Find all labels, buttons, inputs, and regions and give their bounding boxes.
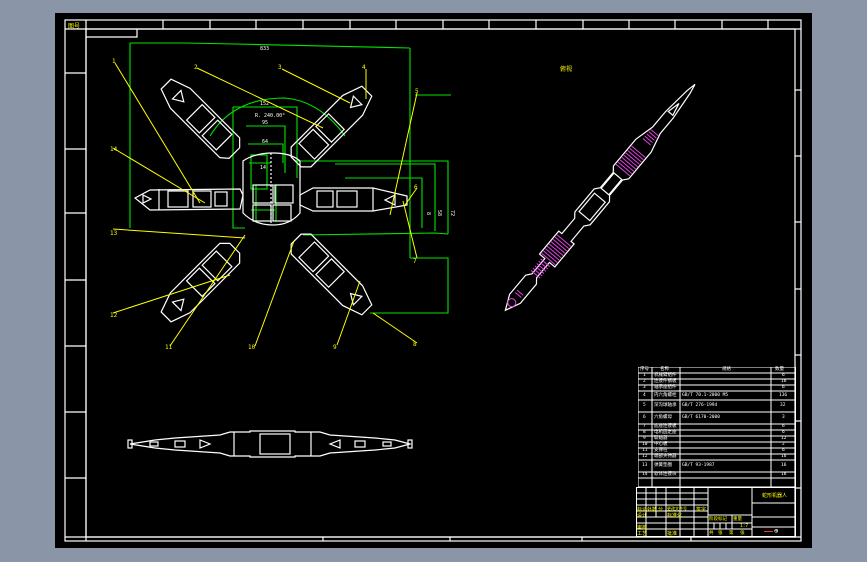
label-check: 审核 — [637, 525, 648, 531]
label-zone: 分 — [658, 507, 664, 513]
label-scale: 1:7 — [740, 524, 749, 529]
dim-small-a: 14 — [260, 165, 266, 171]
snake-side-view[interactable] — [127, 430, 413, 458]
bottom-zone-ruler — [65, 536, 801, 541]
dim-overall-width: 833 — [260, 46, 269, 52]
snake-diagonal-view[interactable] — [498, 78, 703, 317]
cad-drawing-canvas: 图号 833 152 R. 240.00° 95 — [64, 19, 802, 542]
sheet-index: 第 — [729, 531, 734, 536]
dim-hub-width: 152 — [260, 101, 269, 107]
label-process: 工艺 — [637, 531, 648, 537]
parts-header-qty: 数量 — [775, 367, 784, 372]
label-design: 设计 — [637, 513, 648, 519]
balloon-13[interactable]: 13 — [110, 230, 118, 237]
dimension-lines — [129, 42, 451, 314]
balloon-10[interactable]: 10 — [248, 344, 256, 351]
arm-left — [133, 188, 244, 211]
label-stage: 阶段标记 — [709, 517, 727, 522]
parts-header-spec: 规格 — [722, 367, 731, 372]
arm-lower-left — [160, 242, 241, 323]
dim-inner-width: 95 — [262, 120, 268, 126]
balloon-14[interactable]: 14 — [110, 146, 118, 153]
label-weight: 重量 — [733, 517, 742, 522]
projection-symbol-icon: ⊕ — [774, 527, 779, 535]
sheet-unit-a: 张 — [718, 531, 723, 536]
balloon-1[interactable]: 1 — [112, 58, 116, 65]
view-label: 俯视 — [560, 65, 572, 73]
arm-upper-left — [160, 78, 241, 159]
balloon-2[interactable]: 2 — [194, 64, 198, 71]
label-change-doc: 更改文件号 — [667, 506, 687, 511]
label-count: 处数 — [647, 507, 658, 513]
sheet-unit-b: 张 — [740, 531, 745, 536]
parts-header-name: 名称 — [660, 367, 669, 372]
dim-side-b: 58 — [436, 210, 442, 216]
leader-lines — [112, 62, 418, 347]
left-zone-ruler — [65, 20, 87, 541]
cad-drawing-viewport[interactable]: 图号 833 152 R. 240.00° 95 — [55, 13, 812, 548]
corner-label: 图号 — [68, 23, 80, 30]
balloon-3[interactable]: 3 — [278, 64, 282, 71]
dim-side-c: 72 — [449, 210, 455, 216]
label-standardize: 标准化 — [667, 513, 683, 519]
drawing-title: 蛇形机器人 — [762, 493, 788, 499]
label-approve: 批准 — [667, 531, 678, 537]
dim-core-width: 64 — [262, 139, 268, 145]
balloon-11[interactable]: 11 — [165, 344, 173, 351]
balloon-9[interactable]: 9 — [333, 344, 337, 351]
balloon-12[interactable]: 12 — [110, 312, 118, 319]
arm-right — [299, 187, 408, 212]
projection-red-line — [764, 531, 773, 532]
top-zone-ruler — [65, 20, 801, 30]
central-hub — [242, 152, 301, 226]
balloon-6[interactable]: 6 — [414, 184, 418, 191]
title-block: 蛇形机器人 标记 处数 分 更改文件号 签字 设计 标准化 审核 工艺 批准 阶… — [636, 487, 796, 537]
dim-side-a: 8 — [425, 212, 431, 215]
balloon-5[interactable]: 5 — [415, 88, 419, 95]
arm-upper-right — [290, 85, 373, 168]
dim-arc-label: R. 240.00° — [255, 113, 285, 119]
right-zone-ruler — [795, 89, 801, 489]
label-signature: 签字 — [696, 507, 707, 513]
arm-lower-right — [290, 233, 373, 316]
assembly-top-view[interactable]: 833 152 R. 240.00° 95 64 14 8 58 72 — [110, 42, 455, 351]
sheet-total: 共 — [709, 531, 714, 536]
balloon-4[interactable]: 4 — [362, 64, 366, 71]
parts-header-no: 序号 — [640, 367, 649, 372]
balloon-7[interactable]: 7 — [413, 258, 417, 265]
balloon-8[interactable]: 8 — [413, 341, 417, 348]
label-mark: 标记 — [637, 507, 648, 513]
